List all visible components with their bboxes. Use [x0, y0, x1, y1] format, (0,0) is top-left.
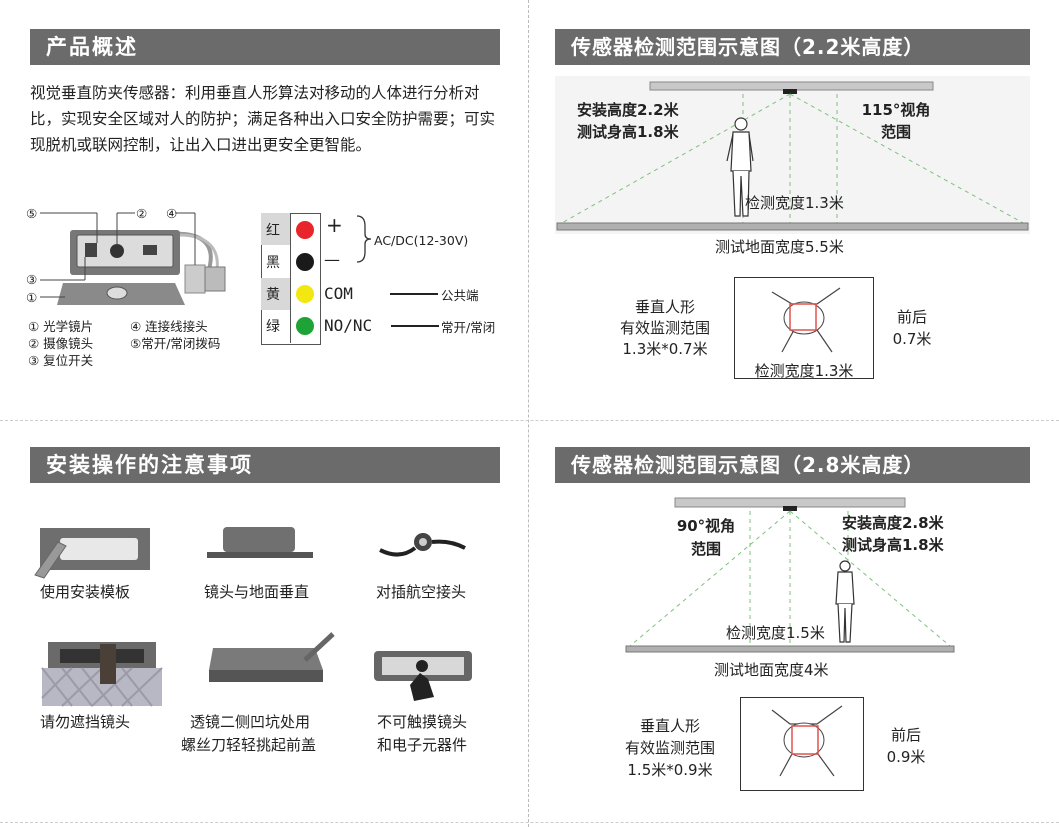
install-item-6b: 和电子元器件	[377, 736, 468, 754]
range22-front-label: 前后 0.7米	[892, 308, 932, 348]
callout-1: ①	[26, 290, 38, 305]
range28-vertical-label: 垂直人形 有效监测范围 1.5米*0.9米	[624, 717, 715, 779]
do-not-touch-image	[374, 651, 472, 701]
black-wire-dot	[296, 253, 314, 271]
range22-height-2: 测试身高1.8米	[577, 123, 679, 141]
aviation-connector-image	[379, 533, 466, 557]
wire-name-green: 绿	[266, 319, 280, 335]
do-not-block-lens-image	[41, 642, 163, 707]
legend-item: ⑤常开/常闭拨码	[130, 336, 221, 351]
callout-2: ②	[136, 206, 148, 221]
range28-diagram	[625, 497, 955, 653]
green-wire-dot	[296, 317, 314, 335]
range28-height-2: 测试身高1.8米	[842, 536, 944, 554]
legend-left: ① 光学镜片 ② 摄像镜头 ③ 复位开关	[28, 318, 93, 369]
standing-person-icon	[835, 560, 855, 643]
overview-header: 产品概述	[30, 29, 500, 65]
page-divider-horizontal	[0, 420, 1059, 421]
com-label: 公共端	[441, 288, 479, 303]
range22-header: 传感器检测范围示意图（2.2米高度）	[555, 29, 1030, 65]
legend-item: ③ 复位开关	[28, 353, 94, 368]
callout-4: ④	[166, 206, 178, 221]
install-header: 安装操作的注意事项	[30, 447, 500, 483]
device-diagram	[40, 212, 226, 305]
callout-5: ⑤	[26, 206, 38, 221]
screwdriver-cover-image	[209, 632, 335, 682]
callout-3: ③	[26, 272, 38, 287]
range28-angle-2: 范围	[690, 540, 721, 558]
standing-person-icon	[726, 117, 754, 217]
range22-detect-width: 检测宽度1.3米	[745, 194, 844, 212]
range28-front-label: 前后 0.9米	[886, 726, 926, 766]
range22-box-label: 检测宽度1.3米	[754, 362, 854, 380]
range22-topview-box	[734, 277, 874, 379]
power-brace	[356, 215, 372, 263]
range28-topview-person-icon	[771, 705, 843, 777]
install-item-5b: 螺丝刀轻轻挑起前盖	[181, 736, 317, 754]
range28-header: 传感器检测范围示意图（2.8米高度）	[555, 447, 1030, 483]
legend-item: ① 光学镜片	[28, 319, 94, 334]
range22-topview-person-icon	[771, 287, 841, 353]
overview-text: 视觉垂直防夹传感器：利用垂直人形算法对移动的人体进行分析对比，实现安全区域对人的…	[30, 84, 496, 154]
install-item-3: 对插航空接头	[376, 583, 467, 601]
range22-ground-width: 测试地面宽度5.5米	[715, 238, 844, 256]
range28-ground-width: 测试地面宽度4米	[714, 661, 829, 679]
range22-angle-1: 115°视角	[861, 101, 931, 119]
wire-name-black: 黑	[266, 255, 280, 271]
minus-sign: —	[324, 250, 340, 269]
range22-angle-2: 范围	[880, 123, 911, 141]
install-item-2: 镜头与地面垂直	[204, 583, 310, 601]
range28-height-1: 安装高度2.8米	[842, 514, 944, 532]
range22-diagram	[555, 76, 1030, 234]
range22-vertical-label: 垂直人形 有效监测范围 1.3米*0.7米	[619, 298, 710, 358]
plus-sign: +	[326, 213, 343, 237]
nonc-terminal: NO/NC	[324, 316, 373, 335]
range28-topview-box	[740, 697, 864, 791]
page-divider-vertical	[528, 0, 529, 827]
yellow-wire-dot	[296, 285, 314, 303]
page-bottom-divider	[0, 822, 1059, 823]
install-item-6a: 不可触摸镜头	[377, 713, 468, 731]
lens-vertical-image	[207, 527, 313, 558]
red-wire-dot	[296, 221, 314, 239]
wire-name-yellow: 黄	[266, 287, 280, 303]
nonc-label: 常开/常闭	[441, 320, 496, 335]
range28-angle-1: 90°视角	[676, 517, 736, 535]
com-terminal: COM	[324, 284, 353, 303]
range28-detect-width: 检测宽度1.5米	[726, 624, 825, 642]
power-spec: AC/DC(12-30V)	[374, 233, 469, 248]
wire-name-red: 红	[266, 223, 280, 239]
legend-right: ④ 连接线接头 ⑤常开/常闭拨码	[130, 318, 220, 352]
legend-item: ② 摄像镜头	[28, 336, 94, 351]
install-template-image	[34, 528, 150, 579]
install-item-1: 使用安装模板	[40, 583, 131, 601]
range22-height-1: 安装高度2.2米	[577, 101, 679, 119]
legend-item: ④ 连接线接头	[130, 319, 208, 334]
install-item-4: 请勿遮挡镜头	[40, 713, 131, 731]
install-item-5a: 透镜二侧凹坑处用	[190, 713, 311, 731]
